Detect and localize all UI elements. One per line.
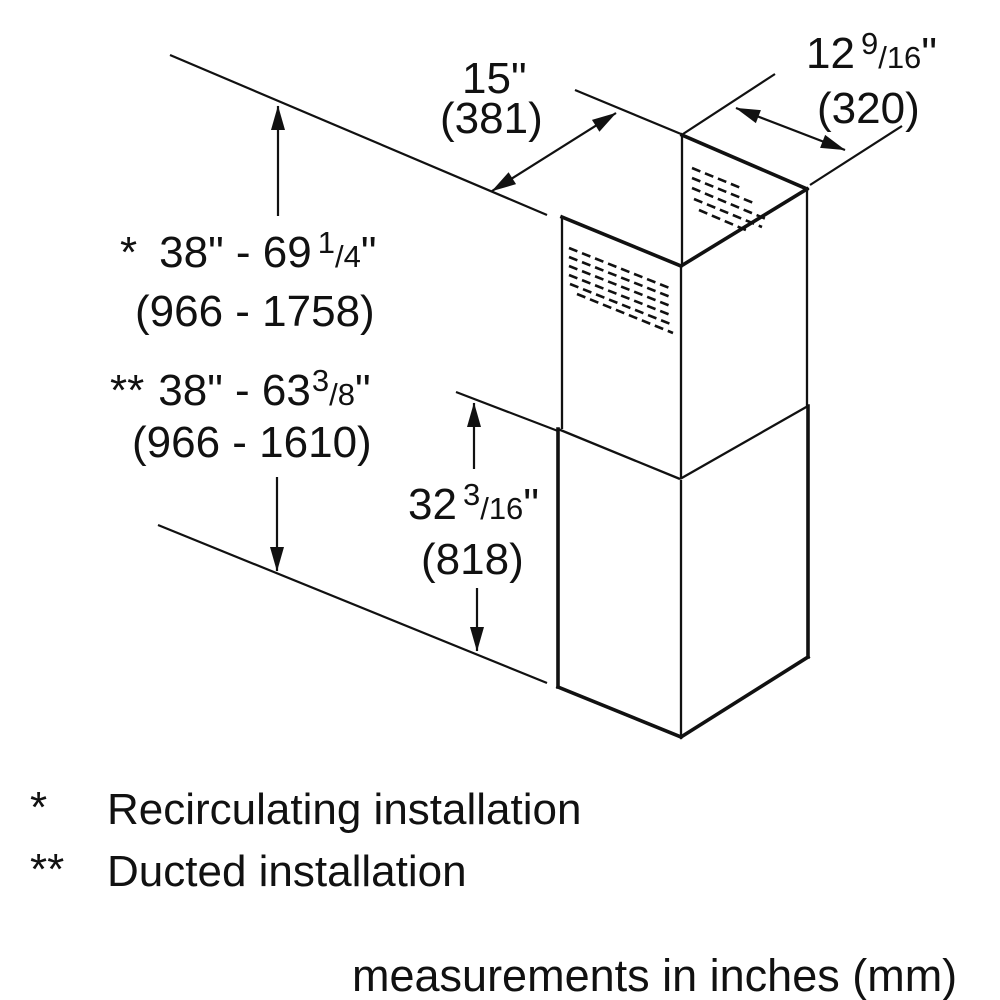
joint-line-left <box>557 427 681 481</box>
bottom-left-edge <box>555 684 684 740</box>
upper-left-top-rim <box>559 214 684 269</box>
ducted-marker: ** <box>110 366 145 415</box>
units-caption: measurements in inches (mm) <box>352 950 958 1000</box>
lower-frac-numerator: 3 <box>462 477 481 512</box>
depth-dimension-mm: (320) <box>817 84 920 133</box>
joint-line-right <box>679 405 809 480</box>
recirc-frac-denominator: /4 <box>334 239 361 274</box>
chimney-thick-edges <box>555 132 811 740</box>
louver-row <box>698 208 749 233</box>
joint-extension-line <box>455 390 559 433</box>
recirc-unit: " <box>360 228 377 277</box>
inner-back-top-rim <box>679 132 810 192</box>
louver-row <box>568 273 674 318</box>
louver-row <box>568 255 674 300</box>
footnote-text-ducted: Ducted installation <box>107 847 467 896</box>
louver-row <box>691 166 742 190</box>
footnote-text-recirculating: Recirculating installation <box>107 785 582 834</box>
louver-row <box>691 186 767 221</box>
ceiling-reference-line <box>169 53 548 217</box>
depth-extension-line-right <box>809 125 903 186</box>
depth-extension-line-left <box>682 73 776 135</box>
width-dimension-arrow <box>491 112 617 192</box>
louver-row <box>693 197 763 229</box>
louver-row <box>691 176 757 206</box>
ducted-height-mm: (966 - 1610) <box>132 418 372 467</box>
louver-vents <box>568 166 767 335</box>
recirc-range: 38" - 69 <box>159 228 312 277</box>
depth-frac-denominator: /16 <box>878 40 922 75</box>
hood-reference-line <box>157 523 548 685</box>
upper-right-top-rim <box>678 186 810 269</box>
depth-whole: 12 <box>806 29 855 78</box>
dimension-arrows <box>270 105 846 652</box>
ducted-height-label: ** 38" - 633/8" <box>110 365 371 415</box>
width-extension-line <box>574 88 682 136</box>
bottom-right-edge <box>678 654 811 740</box>
lower-whole: 32 <box>408 480 457 529</box>
ducted-frac-numerator: 3 <box>311 363 330 398</box>
width-dimension-mm: (381) <box>440 94 543 143</box>
depth-dimension-arrow <box>735 106 846 152</box>
depth-frac-numerator: 9 <box>860 26 879 61</box>
width-dimension-label: 15" <box>462 54 527 103</box>
louver-row <box>568 264 674 309</box>
footnote-marker-ducted: ** <box>30 845 65 894</box>
recirc-marker: * <box>120 228 138 277</box>
ducted-frac-denominator: /8 <box>329 377 355 412</box>
louver-row <box>568 246 673 291</box>
recirc-frac-numerator: 1 <box>317 225 335 260</box>
louver-row <box>576 292 674 335</box>
depth-unit: " <box>921 29 937 78</box>
ducted-range: 38" - 63 <box>158 366 311 415</box>
lower-section-mm: (818) <box>421 535 524 584</box>
recirc-height-mm: (966 - 1758) <box>135 287 375 336</box>
lower-unit: " <box>523 480 539 529</box>
louver-row <box>569 282 674 327</box>
ducted-unit: " <box>354 366 371 415</box>
lower-frac-denominator: /16 <box>480 491 524 526</box>
footnote-marker-recirculating: * <box>30 783 48 832</box>
chimney-thin-edges <box>557 135 809 736</box>
reference-lines <box>157 53 903 685</box>
